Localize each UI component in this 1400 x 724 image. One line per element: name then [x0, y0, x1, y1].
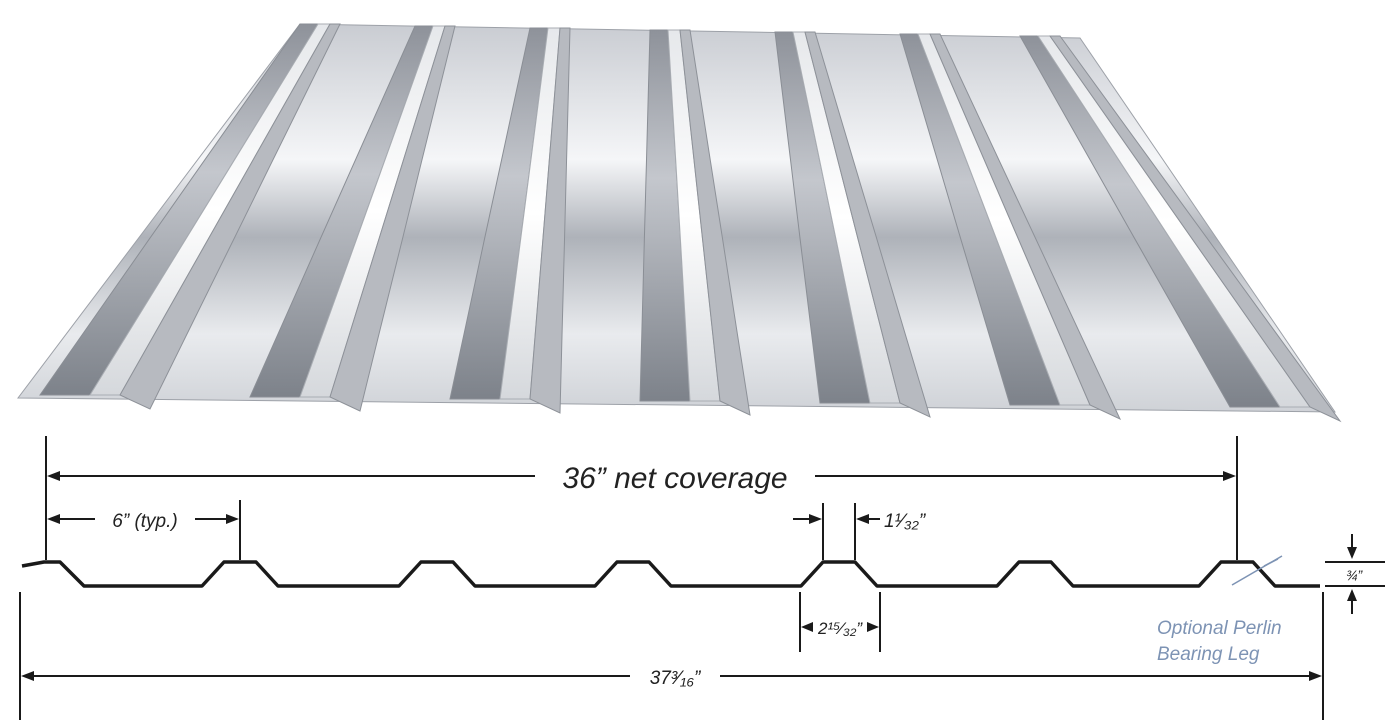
arrowheads — [21, 471, 1357, 681]
metal-roof-panel-illustration — [17, 23, 1342, 423]
net-coverage-label: 36” net coverage — [562, 462, 787, 495]
arrowhead — [1347, 547, 1357, 559]
rib-height-label: ¾” — [1346, 567, 1364, 583]
arrowhead — [1309, 671, 1322, 681]
perlin-callout-line2: Bearing Leg — [1157, 644, 1260, 665]
arrowhead — [47, 471, 60, 481]
panel-rib-side — [529, 27, 571, 414]
rib-top-width-label: 1¹⁄₃₂” — [884, 511, 927, 532]
arrowhead — [867, 622, 879, 632]
overall-width-label: 37³⁄₁₆” — [650, 668, 702, 689]
rib-spacing-label: 6” (typ.) — [112, 511, 177, 532]
arrowhead — [1347, 589, 1357, 601]
perlin-leg-marker — [1231, 555, 1283, 586]
arrowhead — [21, 671, 34, 681]
arrowhead — [856, 514, 869, 524]
panel-rib-side — [329, 25, 456, 412]
arrowhead — [1223, 471, 1236, 481]
arrowhead — [226, 514, 239, 524]
panel-rib-side — [1049, 35, 1342, 423]
panel-rib-side — [119, 23, 341, 410]
perlin-callout-line1: Optional Perlin — [1157, 618, 1282, 639]
rib-base-width-label: 2¹⁵⁄₃₂” — [817, 619, 863, 638]
arrowhead — [801, 622, 813, 632]
panel-rib-side — [929, 33, 1122, 421]
panel-rib-side — [804, 31, 931, 418]
panel-cross-section-profile — [21, 560, 1320, 588]
arrowhead — [809, 514, 822, 524]
panel-rib-side — [679, 29, 751, 416]
arrowhead — [47, 514, 60, 524]
